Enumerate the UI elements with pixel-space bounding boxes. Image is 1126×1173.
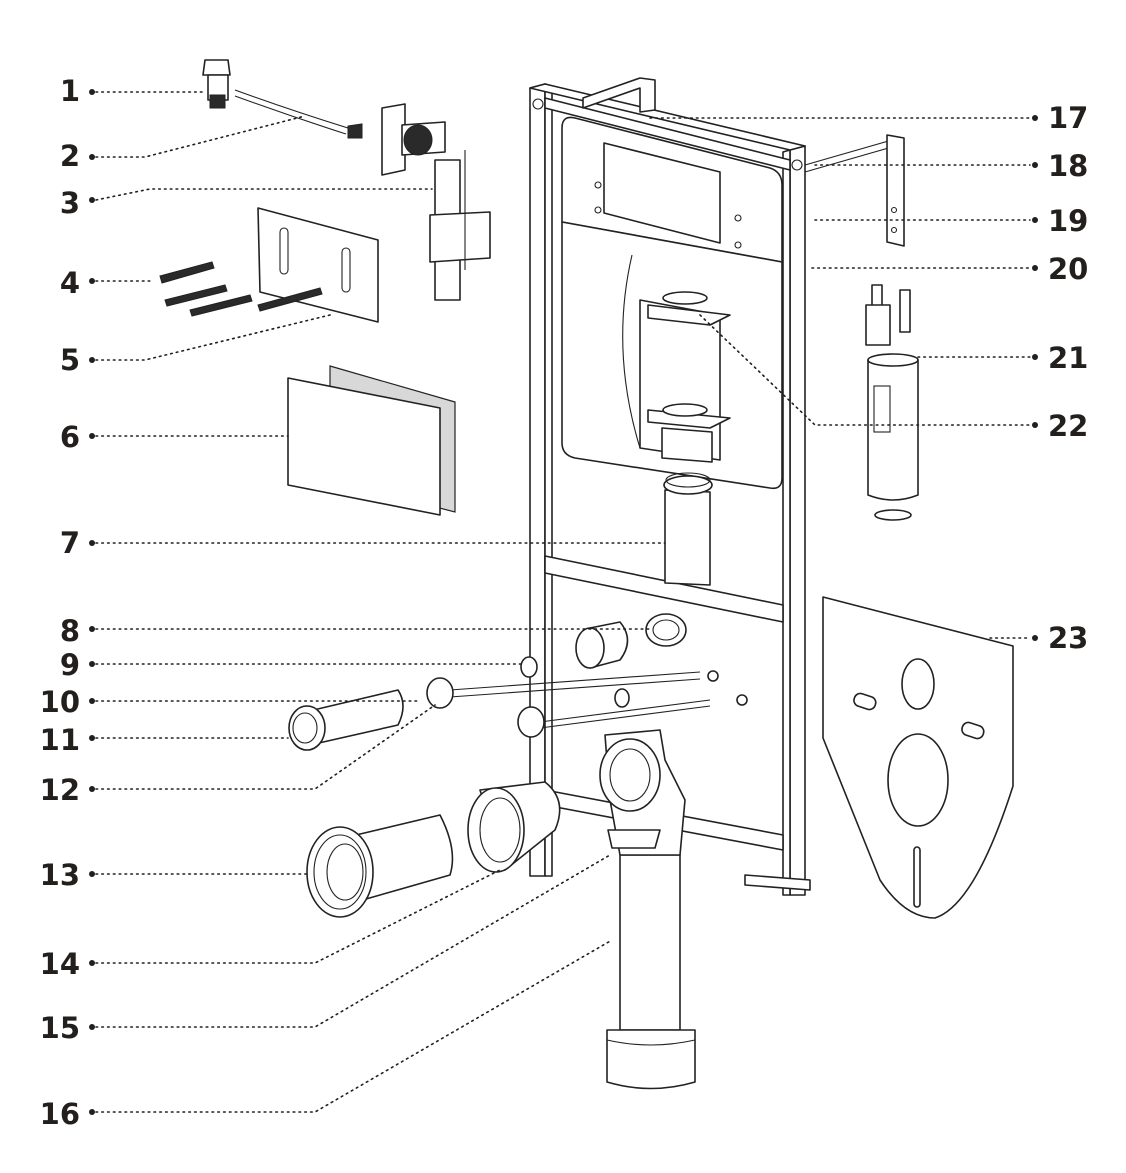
- callout-5: 5: [60, 314, 331, 377]
- callout-number: 14: [40, 947, 80, 981]
- flush-valve-drawing: [865, 284, 919, 521]
- callout-number: 20: [1048, 252, 1088, 286]
- callout-12: 12: [40, 704, 436, 807]
- parts-artwork: [159, 59, 1014, 1090]
- callout-number: 15: [40, 1011, 80, 1045]
- callout-number: 18: [1048, 149, 1088, 183]
- callout-dot: [1032, 635, 1038, 641]
- callout-dot: [89, 786, 95, 792]
- leader-line: [95, 869, 501, 964]
- callout-16: 16: [40, 939, 613, 1131]
- callout-number: 1: [60, 74, 80, 108]
- callout-number: 23: [1048, 621, 1088, 655]
- callout-4: 4: [60, 266, 151, 300]
- callout-number: 13: [40, 858, 80, 892]
- callout-1: 1: [60, 74, 204, 108]
- callout-number: 17: [1048, 101, 1088, 135]
- callout-dot: [89, 626, 95, 632]
- callout-dot: [1032, 217, 1038, 223]
- callout-number: 5: [60, 343, 80, 377]
- callout-6: 6: [60, 420, 289, 454]
- callout-dot: [89, 661, 95, 667]
- callout-2: 2: [60, 115, 306, 173]
- flush-pipe-seal-drawing: [288, 689, 404, 751]
- mounting-plate-drawing: [159, 207, 379, 323]
- callout-number: 6: [60, 420, 80, 454]
- callout-number: 12: [40, 773, 80, 807]
- callout-dot: [1032, 162, 1038, 168]
- service-box-drawing: [287, 365, 456, 516]
- connector-parts-drawing: [426, 613, 748, 738]
- callout-21: 21: [917, 341, 1088, 375]
- leader-line: [95, 854, 611, 1028]
- steel-frame-drawing: [529, 77, 811, 896]
- callout-dot: [89, 357, 95, 363]
- leader-line: [699, 314, 1031, 426]
- callout-20: 20: [811, 252, 1088, 286]
- cistern-drawing: [561, 116, 783, 490]
- callout-3: 3: [60, 186, 433, 220]
- leader-line: [95, 939, 613, 1113]
- callout-number: 21: [1048, 341, 1088, 375]
- callout-number: 3: [60, 186, 80, 220]
- callout-15: 15: [40, 854, 611, 1045]
- callout-8: 8: [60, 614, 651, 648]
- callout-number: 8: [60, 614, 80, 648]
- callout-dot: [1032, 422, 1038, 428]
- callout-dot: [1032, 265, 1038, 271]
- callout-dot: [89, 540, 95, 546]
- callout-dot: [1032, 115, 1038, 121]
- callout-23: 23: [989, 621, 1088, 655]
- callout-number: 9: [60, 648, 80, 682]
- callout-number: 7: [60, 526, 80, 560]
- callout-9: 9: [60, 648, 522, 682]
- callout-11: 11: [40, 723, 289, 757]
- callout-number: 19: [1048, 204, 1088, 238]
- sound-insulation-pad-drawing: [822, 596, 1014, 919]
- callout-dot: [89, 871, 95, 877]
- callout-dot: [89, 698, 95, 704]
- callout-number: 2: [60, 139, 80, 173]
- wall-bracket-drawing: [804, 134, 905, 247]
- callout-number: 22: [1048, 409, 1088, 443]
- callout-number: 11: [40, 723, 80, 757]
- callout-dot: [89, 960, 95, 966]
- callout-dot: [89, 735, 95, 741]
- callout-number: 16: [40, 1097, 80, 1131]
- callout-dot: [89, 433, 95, 439]
- fill-valve-drawing: [381, 103, 491, 301]
- flush-pipe-drawing: [663, 472, 713, 586]
- callout-number: 4: [60, 266, 80, 300]
- callout-7: 7: [60, 526, 666, 560]
- callout-17: 17: [649, 101, 1088, 135]
- drain-bend-drawing: [599, 729, 696, 1090]
- leader-line: [95, 188, 433, 201]
- callout-13: 13: [40, 858, 308, 892]
- leader-line: [95, 115, 306, 158]
- callout-dot: [89, 1109, 95, 1115]
- leader-line: [95, 314, 331, 361]
- callout-10: 10: [40, 685, 421, 719]
- callout-14: 14: [40, 869, 501, 981]
- valve-and-hose-drawing: [202, 59, 363, 139]
- protective-sleeve-drawing: [467, 781, 561, 873]
- callout-dot: [89, 197, 95, 203]
- callout-dot: [89, 89, 95, 95]
- callout-dot: [89, 278, 95, 284]
- callout-19: 19: [814, 204, 1088, 238]
- callout-18: 18: [814, 149, 1088, 183]
- callout-dot: [89, 1024, 95, 1030]
- callout-dot: [1032, 354, 1038, 360]
- callout-22: 22: [699, 314, 1088, 443]
- callout-dot: [89, 154, 95, 160]
- callouts: 1 2 3 4 5 6 7: [40, 74, 1089, 1131]
- wc-connector-drawing: [306, 814, 454, 918]
- callout-number: 10: [40, 685, 80, 719]
